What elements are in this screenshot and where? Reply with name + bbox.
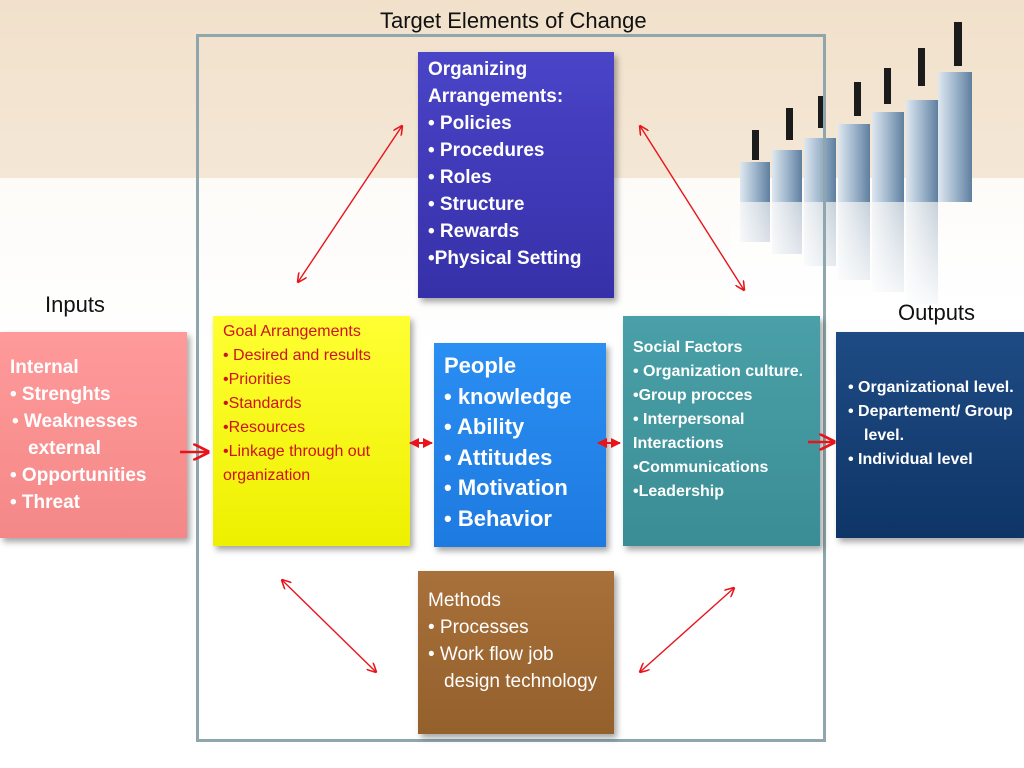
people-item: • Ability (444, 414, 525, 439)
goal-arrangements-box: Goal Arrangements • Desired and results … (213, 316, 410, 546)
people-item: • Motivation (444, 475, 568, 500)
social-list: • Organization culture. •Group procces •… (633, 360, 810, 504)
social-item: •Communications (633, 459, 769, 476)
outputs-item: • Individual level (848, 451, 973, 468)
outputs-label: Outputs (898, 300, 976, 325)
organizing-item: • Rewards (428, 221, 520, 242)
internal-list: • Strenghts • Weaknesses external • Oppo… (10, 381, 177, 516)
goal-list: • Desired and results •Priorities •Stand… (223, 344, 400, 488)
outputs-item: • Departement/ Group level. (848, 403, 1013, 444)
internal-item: • Weaknesses external (12, 411, 138, 459)
people-item: • Attitudes (444, 444, 553, 470)
methods-box: Methods • Processes • Work flow job desi… (418, 571, 614, 734)
methods-list: • Processes • Work flow job design techn… (428, 614, 604, 695)
organizing-item: • Procedures (428, 140, 545, 161)
goal-item: •Linkage through out organization (223, 443, 371, 484)
methods-item: • Work flow job design technology (428, 644, 598, 692)
organizing-item: • Structure (428, 194, 525, 215)
people-heading: People (444, 353, 517, 378)
climbing-figures (752, 22, 962, 160)
arrow-org-goal (298, 126, 402, 282)
arrow-goal-methods (282, 580, 376, 672)
goal-item: • Desired and results (223, 347, 371, 364)
diagram-title: Target Elements of Change (380, 8, 647, 33)
social-item: •Leadership (633, 483, 724, 500)
goal-item: •Priorities (223, 371, 291, 388)
arrow-org-social (640, 126, 744, 290)
people-list: • knowledge • Ability • Attitudes • Moti… (444, 382, 596, 535)
methods-heading: Methods (428, 590, 501, 611)
people-item: • knowledge (444, 383, 572, 409)
internal-item: • Threat (10, 492, 80, 513)
social-heading: Social Factors (633, 339, 743, 356)
methods-item: • Processes (428, 617, 529, 638)
internal-inputs-box: Internal • Strenghts • Weaknesses extern… (0, 332, 187, 538)
organizing-list: • Policies • Procedures • Roles • Struct… (428, 110, 604, 272)
people-box: People • knowledge • Ability • Attitudes… (434, 343, 606, 547)
social-item: • Interpersonal Interactions (633, 411, 745, 452)
internal-item: • Strenghts (10, 384, 111, 405)
inputs-label: Inputs (45, 292, 105, 317)
organizing-item: • Policies (428, 113, 512, 134)
goal-item: •Standards (223, 395, 302, 412)
internal-heading: Internal (10, 357, 79, 378)
arrow-social-methods (640, 588, 734, 672)
goal-heading: Goal Arrangements (223, 323, 361, 340)
internal-item: • Opportunities (10, 465, 147, 486)
organizing-item: •Physical Setting (428, 248, 582, 269)
stair-columns (740, 72, 972, 202)
staircase-illustration (730, 22, 1024, 320)
organizing-heading: Organizing Arrangements: (428, 59, 564, 107)
organizing-arrangements-box: Organizing Arrangements: • Policies • Pr… (418, 52, 614, 298)
change-frame (196, 34, 826, 742)
people-item: • Behavior (444, 505, 552, 531)
social-item: • Organization culture. (633, 363, 804, 380)
outputs-list: • Organizational level. • Departement/ G… (848, 376, 1016, 472)
outputs-item: • Organizational level. (848, 379, 1014, 396)
social-item: •Group procces (633, 387, 753, 404)
social-factors-box: Social Factors • Organization culture. •… (623, 316, 820, 546)
goal-item: •Resources (223, 419, 306, 436)
organizing-item: • Roles (428, 167, 492, 188)
outputs-box: • Organizational level. • Departement/ G… (836, 332, 1024, 538)
